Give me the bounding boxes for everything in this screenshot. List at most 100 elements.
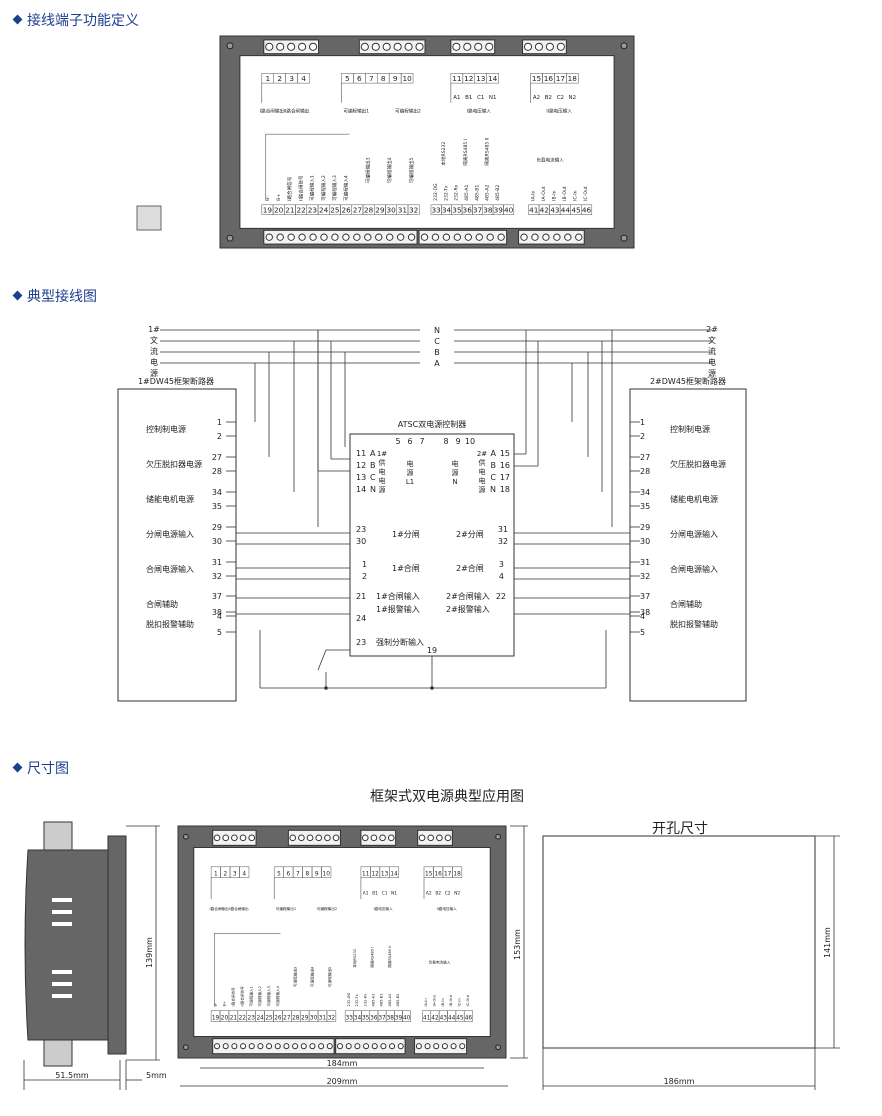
dim-front-inner: 184mm [327,1059,358,1068]
screw-terminal-icon [324,834,331,842]
controller-terminal: 22 [496,592,506,601]
terminal-number: 9 [393,74,398,83]
vertical-terminal-label: 可编程输入2 [257,986,262,1006]
vertical-terminal-label: 可编程输入3 [266,986,271,1006]
vertical-terminal-label: 隔离RS485 I [370,947,375,968]
terminal-block-bottom [335,1038,406,1055]
breaker-terminal-num: 28 [212,467,222,476]
terminal-number: 39 [395,1015,403,1021]
group-label: 负载电流输入 [536,157,564,164]
terminal-number: 8 [305,871,309,877]
screw-terminal-icon [289,834,297,842]
terminal-number: 20 [274,206,284,215]
terminal-number: 36 [463,206,473,215]
screw-terminal-icon [459,1043,466,1050]
terminal-number: 21 [230,1015,238,1021]
screw-terminal-icon [287,42,296,51]
terminal-block-top [417,829,453,846]
controller-terminal: 7 [419,437,424,446]
source-label-left: 文 [150,335,158,345]
junction-dot [324,686,328,690]
controller-phase-letter: C [490,473,496,482]
controller-vertical-right: 电 [479,467,486,476]
screw-terminal-icon [363,1043,370,1050]
vertical-terminal-label: 232-Rx [363,993,367,1007]
controller-mid-left: L1 [406,478,414,486]
dim-side-flange: 5mm [146,1071,167,1080]
terminal-number: 18 [568,74,578,83]
screw-terminal-icon [265,233,273,241]
vertical-terminal-label: 可编程输出5 [408,157,415,183]
source-label-right: 流 [708,346,716,356]
terminal-block-bottom [212,1038,335,1055]
terminal-cell [297,73,310,84]
vertical-terminal-label: 隔离RS485 II [484,138,491,166]
terminal-number: 17 [556,74,566,83]
terminal-number: 6 [357,74,362,83]
phase-label: A1 [363,891,369,897]
vertical-terminal-label: 485-A1 [371,994,375,1007]
screw-terminal-icon [298,233,306,241]
breaker-terminal-num: 38 [212,608,222,617]
dim-cutout-height: 141mm [823,927,832,958]
terminal-number: 23 [248,1015,256,1021]
screw-terminal-icon [309,233,317,241]
vertical-terminal-label: 可编程输入1 [309,175,316,201]
breaker-terminal-num: 32 [212,572,222,581]
breaker-row-label-right: 欠压脱扣器电源 [670,459,726,469]
terminal-number: 29 [301,1015,309,1021]
dim-front-outer: 209mm [327,1077,358,1086]
screw-terminal-icon [531,233,539,241]
terminal-number: 28 [292,1015,300,1021]
vertical-terminal-label: B+ [223,1001,227,1007]
breaker-terminal-num: 30 [640,537,650,546]
terminal-number: 30 [310,1015,318,1021]
controller-phase-letter: C [370,473,376,482]
terminal-number: 5 [277,871,281,877]
terminal-cell [566,73,579,84]
mount-screw-icon [620,234,628,242]
panel-face [239,55,615,229]
terminal-cell [581,204,593,215]
controller-vertical-right: 供 [479,458,486,467]
controller-terminal: 5 [395,437,400,446]
screw-terminal-icon [485,42,494,51]
terminal-number: 34 [442,206,452,215]
phase-label: B1 [372,891,378,897]
vertical-terminal-label: IB-In [552,190,558,200]
breaker-terminal-num: 30 [212,537,222,546]
terminal-number: 39 [494,206,504,215]
breaker-terminal-num: 4 [640,612,645,621]
vertical-terminal-label: 485-B2 [396,994,400,1007]
controller-mid-right: 电 [452,459,459,468]
breaker-terminal-num: 38 [640,608,650,617]
vertical-terminal-label: B- [214,1002,218,1006]
breaker-row-label-left: 合闸电源输入 [146,564,194,574]
controller-phase-num: 11 [356,449,366,458]
breaker-terminal-num: 1 [640,418,645,427]
terminal-number: 37 [473,206,483,215]
vertical-terminal-label: 可编程输出4 [310,966,315,987]
vertical-terminal-label: 隔离RS485 I [462,139,469,166]
terminal-number: 35 [362,1015,370,1021]
terminal-number: 20 [221,1015,229,1021]
source-label-right: 文 [708,335,716,345]
vertical-terminal-label: 可编程输出3 [364,157,371,183]
terminal-cell [402,1010,412,1022]
terminal-number: 10 [323,871,331,877]
controller-row-label: 1#报警输入 [376,604,420,614]
controller-vertical-left: 供 [379,458,386,467]
terminal-block-top [287,829,341,846]
terminal-number: 43 [440,1015,448,1021]
phase-label: N2 [454,891,460,897]
breaker-right [629,388,747,702]
terminal-number: 11 [362,871,370,877]
terminal-number: 41 [423,1015,431,1021]
controller-phase-letter: B [491,461,497,470]
controller-vertical-left: 电 [379,476,386,485]
group-label: 可编程输出2 [317,906,337,911]
screw-terminal-icon [370,834,378,842]
controller-mid-right: 源 [452,468,459,477]
breaker-row-label-left: 欠压脱扣器电源 [146,459,202,469]
